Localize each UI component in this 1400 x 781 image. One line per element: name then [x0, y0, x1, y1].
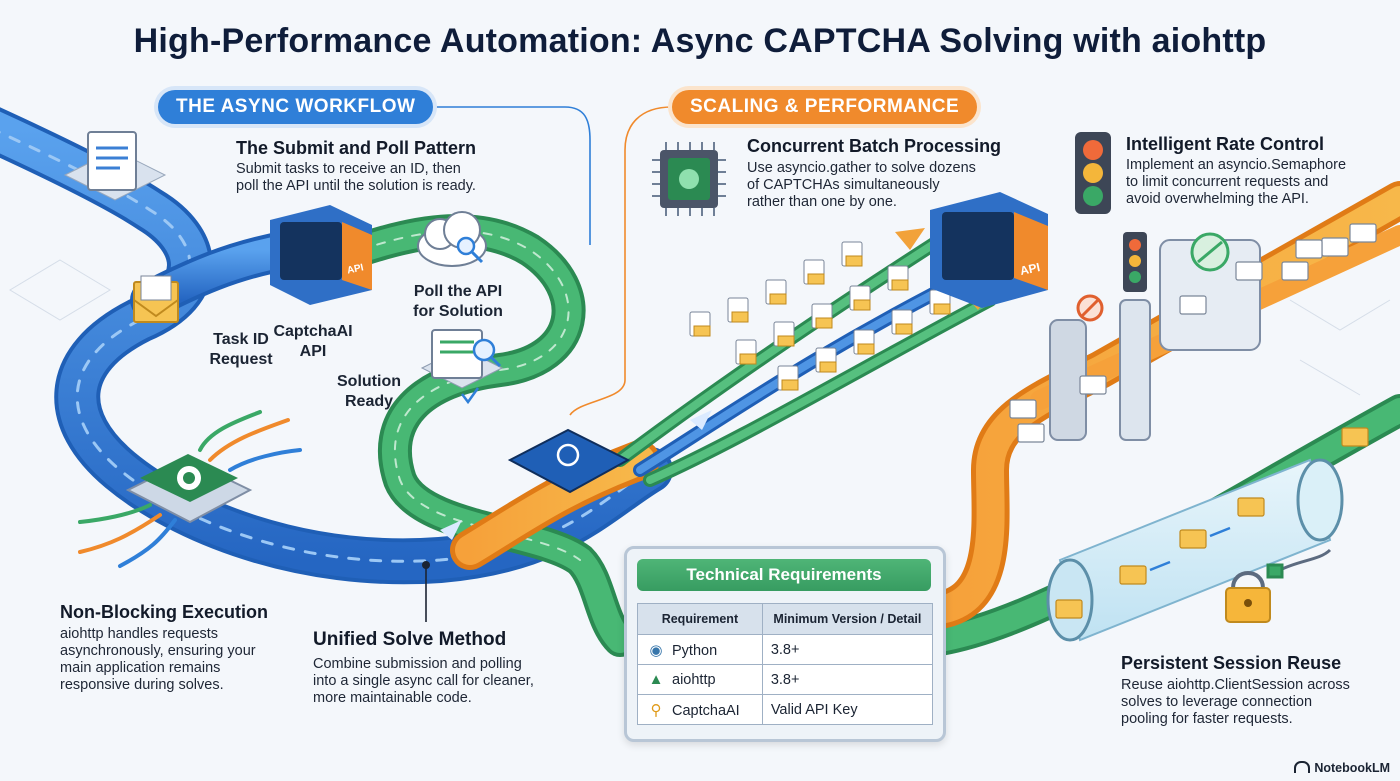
api-box-left	[270, 205, 372, 305]
connector-lines	[430, 106, 591, 245]
flask-icon: ▲	[648, 671, 664, 688]
task-id-label: Task ID Request	[196, 330, 286, 370]
poll-label-2: for Solution	[413, 303, 503, 320]
solution-label-1: Solution	[337, 373, 401, 390]
submit-poll-desc-1: Submit tasks to receive an ID, then	[236, 161, 461, 177]
junction-hub	[507, 428, 631, 494]
poll-label-1: Poll the API	[413, 283, 503, 300]
document-icon	[63, 131, 167, 201]
non-blocking-desc-1: aiohttp handles requests	[60, 626, 218, 642]
unified-desc-1: Combine submission and polling	[313, 656, 522, 672]
session-desc-2: solves to leverage connection	[1121, 694, 1313, 710]
rate-gate	[1049, 232, 1261, 441]
key-icon: ⚲	[650, 701, 662, 719]
table-row: ▲aiohttp 3.8+	[637, 664, 934, 695]
non-blocking-desc-3: main application remains	[60, 660, 221, 676]
requirements-panel: Technical Requirements Requirement Minim…	[624, 546, 946, 742]
track-arrows	[440, 410, 712, 540]
page-title: High-Performance Automation: Async CAPTC…	[133, 22, 1267, 60]
requirements-table: Requirement Minimum Version / Detail ◉Py…	[637, 603, 934, 725]
connector-lines-orange	[569, 106, 673, 416]
section-pill-async-workflow: THE ASYNC WORKFLOW	[158, 90, 434, 124]
table-row: ⚲CaptchaAI Valid API Key	[637, 694, 934, 725]
session-heading: Persistent Session Reuse	[1121, 653, 1342, 673]
plug-icon	[1266, 548, 1332, 579]
session-desc-3: pooling for faster requests.	[1121, 711, 1293, 727]
gear-hub-icon	[125, 454, 253, 524]
solution-label-2: Ready	[344, 393, 394, 410]
solution-ready-label: Solution Ready	[324, 372, 414, 412]
rate-envelopes	[1009, 223, 1377, 443]
submit-poll-desc-2: poll the API until the solution is ready…	[236, 178, 476, 194]
batch-desc-3: rather than one by one.	[747, 194, 897, 210]
table-cell-name: ◉Python	[637, 634, 763, 665]
unified-heading: Unified Solve Method	[313, 629, 507, 650]
table-cell-detail: 3.8+	[761, 634, 934, 665]
batch-desc-2: of CAPTCHAs simultaneously	[747, 177, 940, 193]
table-cell-detail: 3.8+	[761, 664, 934, 695]
rate-heading: Intelligent Rate Control	[1126, 134, 1324, 154]
api-box-right	[930, 192, 1048, 308]
session-tube	[1046, 427, 1369, 642]
task-id-label-1: Task ID	[213, 331, 269, 348]
rate-desc-3: avoid overwhelming the API.	[1126, 191, 1309, 207]
session-desc-1: Reuse aiohttp.ClientSession across	[1121, 677, 1350, 693]
python-icon: ◉	[649, 641, 663, 659]
traffic-light-icon	[1075, 132, 1111, 214]
table-header-row: Requirement Minimum Version / Detail	[637, 603, 934, 635]
lock-icon	[1225, 571, 1271, 623]
captchaai-label-2: API	[299, 343, 327, 360]
rate-desc-1: Implement an asyncio.Semaphore	[1126, 157, 1347, 173]
section-pill-scaling: SCALING & PERFORMANCE	[672, 90, 978, 124]
cpu-chip-icon	[652, 142, 726, 216]
table-row: ◉Python 3.8+	[637, 634, 934, 665]
table-cell-name: ▲aiohttp	[637, 664, 763, 695]
notebooklm-logo: NotebookLM	[1294, 761, 1390, 775]
captchaai-api-label: CaptchaAI API	[268, 322, 358, 362]
batch-documents	[689, 241, 951, 391]
envelope-icon	[133, 275, 179, 323]
rate-desc-2: to limit concurrent requests and	[1126, 174, 1329, 190]
poll-api-label: Poll the API for Solution	[398, 282, 518, 322]
unified-desc-2: into a single async call for cleaner,	[313, 673, 534, 689]
requirements-title: Technical Requirements	[637, 559, 931, 591]
submit-poll-heading: The Submit and Poll Pattern	[236, 138, 477, 158]
table-header-detail: Minimum Version / Detail	[761, 603, 934, 635]
batch-heading: Concurrent Batch Processing	[747, 136, 1002, 156]
server-icon	[420, 329, 504, 405]
table-header-requirement: Requirement	[637, 603, 763, 635]
non-blocking-desc-4: responsive during solves.	[60, 677, 224, 693]
non-blocking-heading: Non-Blocking Execution	[60, 602, 269, 622]
unified-desc-3: more maintainable code.	[313, 690, 472, 706]
table-cell-name: ⚲CaptchaAI	[637, 694, 763, 725]
non-blocking-desc-2: asynchronously, ensuring your	[60, 643, 256, 659]
task-id-label-2: Request	[209, 351, 273, 368]
captchaai-label-1: CaptchaAI	[273, 323, 353, 340]
cloud-search-icon	[417, 211, 487, 267]
batch-desc-1: Use asyncio.gather to solve dozens	[747, 160, 976, 176]
table-cell-detail: Valid API Key	[761, 694, 934, 725]
async-arrows	[78, 410, 302, 568]
background-decor	[9, 259, 1391, 396]
notebooklm-icon	[1294, 761, 1311, 773]
